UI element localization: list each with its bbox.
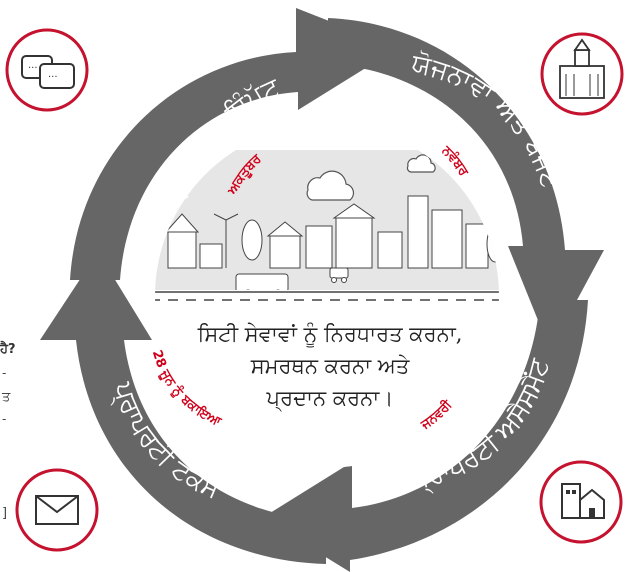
svg-text:···: ··· (28, 63, 38, 74)
side-question-fragment: ਹੈ? (0, 342, 16, 357)
side-fragment-line1: - (2, 366, 7, 380)
house-building-icon (539, 460, 623, 544)
center-text: ਸਿਟੀ ਸੇਵਾਵਾਂ ਨੂੰ ਨਿਰਧਾਰਤ ਕਰਨਾ, ਸਮਰਥਨ ਕਰਨ… (175, 318, 485, 414)
segment-plans-budget-arrow (328, 18, 604, 350)
center-text-line: ਸਿਟੀ ਸੇਵਾਵਾਂ ਨੂੰ ਨਿਰਧਾਰਤ ਕਰਨਾ, (197, 322, 463, 346)
side-fragment-line2: ਤ (2, 390, 11, 405)
center-text-line: ਪ੍ਰਦਾਨ ਕਰਨਾ। (266, 386, 394, 410)
svg-text:···: ··· (48, 72, 58, 83)
cycle-ring (40, 8, 604, 572)
segment-property-tax-arrow (40, 252, 326, 564)
envelope-icon (15, 468, 99, 552)
segment-property-assessment-arrow (262, 300, 588, 572)
city-skyline (164, 195, 499, 269)
cloud-icon (306, 154, 436, 201)
center-text-line: ਸਮਰਥਨ ਕਰਨਾ ਅਤੇ (250, 354, 410, 378)
city-hall-icon (540, 32, 624, 116)
segment-citizen-input-arrow (70, 8, 398, 280)
center-scene (155, 124, 499, 468)
side-fragment-line3: - (2, 412, 7, 426)
chat-bubbles-icon: ··· ··· (5, 28, 89, 112)
side-fragment-line4: ] (2, 506, 8, 521)
